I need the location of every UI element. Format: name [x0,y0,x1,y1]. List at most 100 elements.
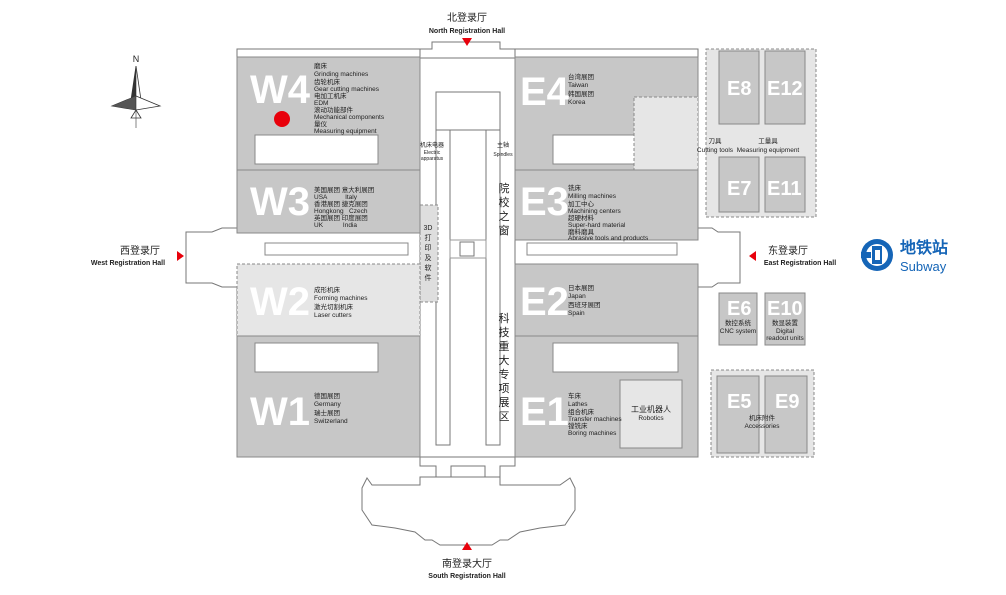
tools-labels: 刀具 Cutting tools 工量具 Measuring equipment [697,137,800,154]
e10-en: Digital [776,328,795,335]
detail-line: 激光切割机床 [314,302,354,311]
hall-W2[interactable] [236,263,421,337]
detail-line: Mechanical components [314,114,385,121]
corridor-3d-print-label: 3D 打 印 及 软 件 [424,225,433,282]
detail-line: 磨床 [314,61,328,70]
detail-line: 日本展团 [568,283,594,292]
hall-E6-name: E6 [727,298,751,320]
hall-E1-robotics: 工业机器人 Robotics [631,404,671,422]
south-entrance[interactable]: 南登录大厅 South Registration Hall [428,542,506,580]
detail-line: 德国展团 [314,391,340,400]
hall-E3-name: E3 [520,180,569,224]
hall-W2-details: 成形机床 Forming machines 激光切割机床 Laser cutte… [314,285,368,319]
detail-line: Forming machines [314,295,368,302]
hall-E4-name: E4 [520,70,570,114]
compass-letter: N [133,54,140,64]
east-entrance-zh: 东登录厅 [768,244,808,257]
subway-label-zh: 地铁站 [900,238,948,257]
e6-en: CNC system [720,328,756,335]
e10-en: readout units [766,335,804,342]
detail-line: Japan [568,293,586,300]
print3d-char: 及 [425,254,432,262]
north-entrance[interactable]: 北登录厅 North Registration Hall [429,11,505,46]
corridor-tech-projects-label: 科 技 重 大 专 项 展 区 [499,311,510,423]
e10-zh: 数显装置 [772,318,799,327]
detail-line: Machining centers [568,208,621,215]
hall-E4[interactable] [514,56,699,201]
subway-station[interactable]: 地铁站 Subway [861,238,948,274]
corridor-char: 之 [499,209,510,223]
detail-line: Germany [314,401,341,408]
hall-E1[interactable] [514,335,699,458]
corridor-electric-label: 机床电器 Electric apparatus [420,141,444,162]
measuring-zh: 工量具 [758,137,778,145]
hall-W3[interactable] [236,169,421,234]
hall-W4-details: 磨床 Grinding machines 齿轮机床 Gear cutting m… [314,61,385,135]
hall-E6-details: 数控系统 CNC system [720,318,756,335]
hall-E8-E12-block[interactable] [705,48,817,218]
hall-E1-name: E1 [520,390,569,434]
detail-line: 成形机床 [314,285,341,294]
north-entrance-zh: 北登录厅 [447,11,487,24]
detail-line: 加工中心 [568,199,595,208]
corridor-char: 科 [499,311,510,325]
compass-icon: N [110,54,162,128]
hall-E12-name: E12 [767,78,803,100]
subway-logo-icon [861,239,893,271]
detail-line: Spain [568,310,585,317]
detail-line: EDM [314,100,328,107]
corridor-char: 大 [499,353,510,367]
hall-E2[interactable] [514,263,699,337]
detail-line: UK India [314,222,357,229]
detail-line: 英国展团 印度展团 [314,213,368,222]
electric-en: apparatus [421,156,444,162]
print3d-char: 印 [425,244,432,252]
hall-W4-name: W4 [250,68,311,112]
detail-line: 磨料磨具 [568,227,595,236]
hall-E11-name: E11 [767,178,801,200]
west-passage [264,242,409,256]
electric-zh: 机床电器 [420,141,444,149]
print3d-char: 件 [425,273,432,282]
hall-W1[interactable] [236,335,421,458]
south-entrance-zh: 南登录大厅 [442,557,492,570]
hall-W3-details: 美国展团 意大利展团 USA Italy 香港展团 捷克展团 Hongkong … [314,185,374,229]
east-entrance[interactable]: 东登录厅 East Registration Hall [749,244,836,267]
corridor-char: 校 [499,195,510,209]
hall-E1-details: 车床 Lathes 组合机床 Transfer machines 镗铣床 Bor… [568,391,622,437]
north-entrance-en: North Registration Hall [429,28,505,35]
hall-E5-E9-block[interactable] [710,369,815,458]
hall-E5-name: E5 [727,391,751,413]
hall-E10[interactable] [764,292,806,346]
west-entrance[interactable]: 西登录厅 West Registration Hall [91,244,184,267]
detail-line: 超硬材料 [568,213,595,222]
corridor-char: 院 [499,181,510,195]
detail-line: 组合机床 [568,407,595,416]
north-arrow-icon [462,38,472,46]
hall-W4[interactable] [236,56,421,171]
print3d-char: 软 [425,263,432,272]
detail-line: Lathes [568,401,588,408]
hall-E10-name: E10 [767,298,803,320]
cutting-tools-zh: 刀具 [709,137,723,145]
detail-line: Switzerland [314,418,348,425]
location-marker-icon[interactable] [274,111,290,127]
detail-line: Abrasive tools and products [568,235,649,242]
detail-line: Transfer machines [568,416,622,423]
hall-E6[interactable] [718,292,758,346]
detail-line: Korea [568,99,586,106]
accessories-en: Accessories [744,423,780,430]
hall-E7-name: E7 [727,178,751,200]
hall-E4-details: 台湾展团 Taiwan 韩国展团 Korea [568,72,594,106]
hall-E8-name: E8 [727,78,751,100]
detail-line: 台湾展团 [568,72,594,81]
hall-E10-details: 数显装置 Digital readout units [766,318,804,342]
hall-E2-name: E2 [520,280,569,324]
hall-E3[interactable] [514,169,699,241]
hall-W1-name: W1 [250,390,310,434]
west-entrance-en: West Registration Hall [91,260,165,267]
robotics-zh: 工业机器人 [631,404,671,414]
detail-line: 量仪 [314,120,328,128]
spindles-en: Spindles [493,152,513,158]
detail-line: Milling machines [568,193,617,200]
